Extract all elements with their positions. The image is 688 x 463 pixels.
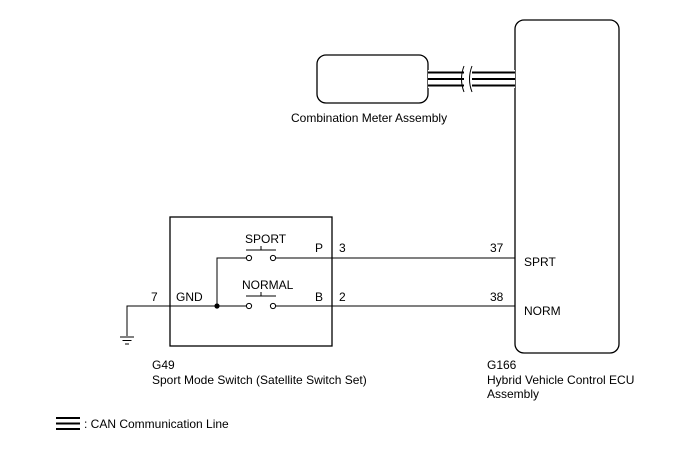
junction-dot bbox=[214, 303, 220, 309]
ecu-code: G166 bbox=[487, 358, 517, 372]
switch-unit-name: Sport Mode Switch (Satellite Switch Set) bbox=[152, 373, 367, 387]
ecu-pin-name-sprt: SPRT bbox=[524, 255, 556, 269]
ground-icon bbox=[120, 336, 134, 345]
combination-meter-body bbox=[316, 54, 429, 104]
ecu-pin-name-norm: NORM bbox=[524, 304, 561, 318]
normal-pin-number: 2 bbox=[339, 290, 346, 304]
ecu-body bbox=[514, 19, 620, 354]
ecu-pin-number-sprt: 37 bbox=[490, 241, 504, 255]
switch-unit-body bbox=[169, 216, 333, 347]
normal-pin-name: B bbox=[315, 290, 323, 304]
ecu-pin-number-norm: 38 bbox=[490, 290, 504, 304]
ecu-name-line1: Hybrid Vehicle Control ECU bbox=[487, 373, 634, 387]
gnd-pin-label: GND bbox=[176, 290, 203, 304]
ecu-name-line2: Assembly bbox=[487, 387, 539, 401]
sport-pin-number: 3 bbox=[339, 241, 346, 255]
legend-text: : CAN Communication Line bbox=[84, 417, 229, 431]
can-line-legend-icon bbox=[56, 417, 80, 430]
normal-switch-contact bbox=[245, 292, 277, 310]
sport-switch-contact bbox=[245, 246, 277, 262]
switch-unit-code: G49 bbox=[152, 358, 175, 372]
can-communication-line bbox=[428, 65, 515, 93]
sport-pin-name: P bbox=[315, 241, 323, 255]
ground-wire bbox=[126, 305, 170, 336]
sport-contact-label: SPORT bbox=[245, 232, 287, 246]
can-line-break-symbol bbox=[464, 66, 472, 92]
switch-common-wire bbox=[170, 257, 247, 307]
combination-meter-label: Combination Meter Assembly bbox=[291, 111, 447, 125]
normal-contact-label: NORMAL bbox=[242, 278, 294, 292]
gnd-pin-number: 7 bbox=[151, 290, 158, 304]
